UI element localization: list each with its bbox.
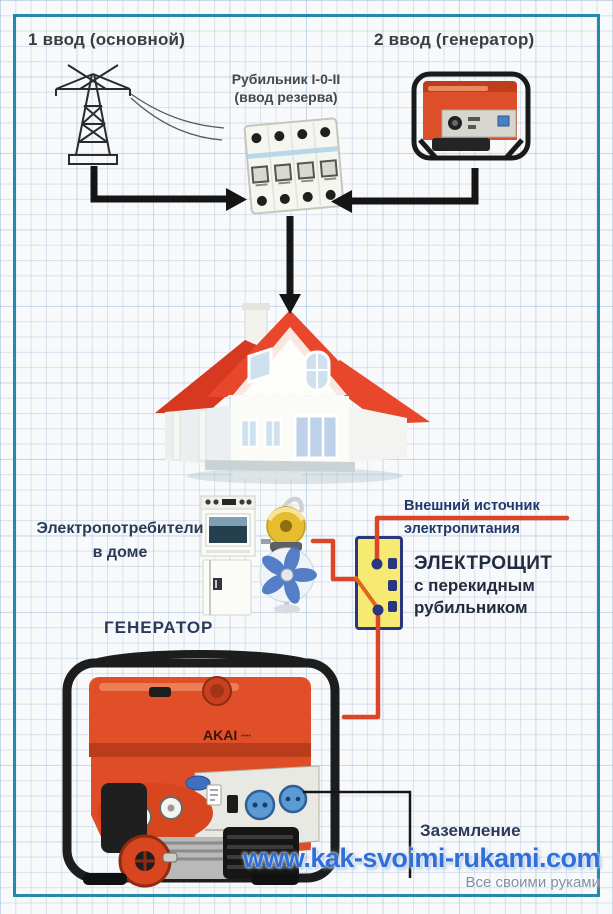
home-appliances-group <box>200 495 317 616</box>
external-source-line2: электропитания <box>404 520 520 537</box>
generator-feed-arrow <box>352 168 479 205</box>
watermark-tagline: Все своими руками <box>465 874 601 891</box>
breaker-subtitle: (ввод резерва) <box>234 89 338 105</box>
consumers-line1: Электропотребители <box>36 520 204 537</box>
switchboard-label: ЭЛЕКТРОЩИТ с перекидным рубильником <box>414 553 552 619</box>
vacuum-cleaner-icon <box>261 496 306 557</box>
generator-model-text: •••• <box>241 733 251 740</box>
generator-brand-text: AKAI <box>203 727 237 743</box>
main-feed-arrow <box>90 166 226 203</box>
diagram-border-frame <box>13 14 600 897</box>
fan-icon <box>259 546 317 614</box>
arrowhead-left <box>226 188 247 211</box>
input1-label: 1 ввод (основной) <box>28 30 186 49</box>
watermark-site: www.kak-svoimi-rukami.com <box>242 843 601 873</box>
switchboard-line2: с перекидным <box>414 576 535 595</box>
consumers-line2: в доме <box>92 544 148 561</box>
consumers-label: Электропотребители в доме <box>30 517 210 565</box>
external-source-line1: Внешний источник <box>404 498 540 514</box>
switchboard-line3: рубильником <box>414 598 528 617</box>
breaker-label: Рубильник I-0-II (ввод резерва) <box>215 70 357 106</box>
input2-label: 2 ввод (генератор) <box>374 30 535 49</box>
breaker-device-icon <box>243 117 345 215</box>
panel-contacts <box>371 558 397 616</box>
small-generator-icon <box>411 71 531 161</box>
wire-external-source <box>374 515 570 568</box>
arrowhead-right <box>331 190 352 213</box>
breaker-title: Рубильник I-0-II <box>231 71 341 87</box>
switchboard-line1: ЭЛЕКТРОЩИТ <box>414 553 553 574</box>
watermark: www.kak-svoimi-rukami.com Все своими рук… <box>225 843 601 891</box>
wire-generator <box>341 606 381 720</box>
grounding-label: Заземление <box>420 821 521 840</box>
external-source-label: Внешний источник электропитания <box>404 495 540 540</box>
switch-blade <box>354 576 381 612</box>
fridge-icon <box>202 559 252 616</box>
generator-label: ГЕНЕРАТОР <box>104 618 214 637</box>
power-tower-icon <box>55 64 225 165</box>
generator-icon: AKAI •••• <box>62 650 340 888</box>
grounding-line <box>303 790 412 878</box>
stove-icon <box>200 495 256 557</box>
house-icon <box>155 303 430 484</box>
wire-consumers <box>310 538 359 582</box>
arrowhead-down <box>279 294 301 314</box>
